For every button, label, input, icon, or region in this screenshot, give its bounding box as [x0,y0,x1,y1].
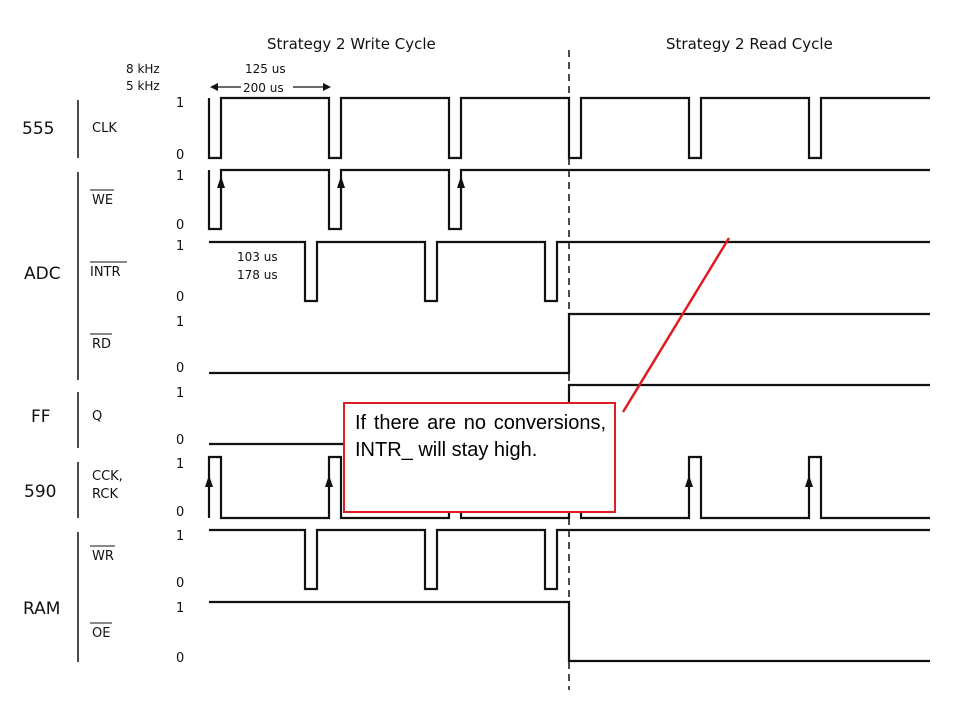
read-cycle-title: Strategy 2 Read Cycle [666,35,833,53]
waveform-we [207,168,930,231]
level-high-oe: 1 [176,601,184,616]
signal-label-q: Q [92,409,102,424]
period-dimension-arrow [210,83,331,91]
level-high-rd: 1 [176,315,184,330]
waveform-intr [209,240,930,303]
level-high-we: 1 [176,169,184,184]
waveform-clk [207,96,930,160]
period-annotation-a: 125 us [245,62,286,76]
signal-label-rck: RCK [92,487,118,502]
level-high-cck: 1 [176,457,184,472]
signal-label-cck: CCK, [92,469,123,484]
level-low-rd: 0 [176,361,184,376]
note-pointer-line [621,237,731,413]
level-low-oe: 0 [176,651,184,666]
we-edge-arrow-1 [217,176,225,188]
level-low-intr: 0 [176,290,184,305]
group-label-adc: ADC [24,264,61,284]
level-high-clk: 1 [176,96,184,111]
level-high-intr: 1 [176,239,184,254]
frequency-annotation-a: 8 kHz [126,62,160,76]
cck-edge-arrow-5 [805,475,813,487]
signal-label-rd: RD [92,337,111,352]
level-low-wr: 0 [176,576,184,591]
cck-edge-arrow-1 [205,475,213,487]
level-low-we: 0 [176,218,184,233]
waveform-oe [209,600,930,663]
delay-annotation-b: 178 us [237,268,278,282]
frequency-annotation-b: 5 kHz [126,79,160,93]
waveform-wr [209,528,930,591]
active-low-overbars [90,189,127,624]
cck-edge-arrow-2 [325,475,333,487]
waveform-cck-rck [207,455,930,520]
group-label-ff: FF [31,407,51,427]
we-edge-arrow-3 [457,176,465,188]
we-edge-arrows [217,176,465,188]
delay-annotation-a: 103 us [237,250,278,264]
level-high-wr: 1 [176,529,184,544]
level-low-cck: 0 [176,505,184,520]
signal-label-wr: WR [92,549,114,564]
waveform-rd [209,312,930,375]
level-low-q: 0 [176,433,184,448]
write-cycle-title: Strategy 2 Write Cycle [267,35,436,53]
callout-note: If there are no conversions, INTR_ will … [343,402,616,513]
signal-label-clk: CLK [92,121,117,136]
level-high-q: 1 [176,386,184,401]
level-low-clk: 0 [176,148,184,163]
cck-edge-arrow-4 [685,475,693,487]
signal-label-intr: INTR [90,265,121,280]
group-label-ram: RAM [23,599,60,619]
group-label-555: 555 [22,119,54,139]
signal-label-oe: OE [92,626,110,641]
group-label-590: 590 [24,482,56,502]
signal-label-we: WE [92,193,113,208]
we-edge-arrow-2 [337,176,345,188]
period-annotation-b: 200 us [243,81,284,95]
